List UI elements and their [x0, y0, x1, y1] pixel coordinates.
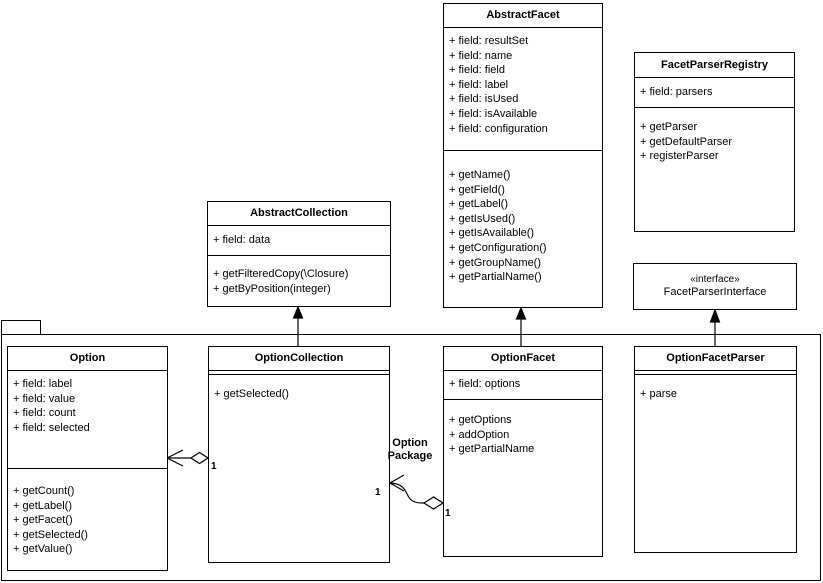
class-title: OptionFacetParser: [635, 347, 796, 371]
member-line: + getValue(): [13, 543, 73, 556]
member-line: + getName(): [449, 169, 511, 181]
member-line: + getFacet(): [13, 514, 73, 527]
member-line: + getParser: [640, 121, 698, 133]
fields-compartment: + field: options: [444, 371, 602, 400]
multiplicity-label: 1: [375, 487, 381, 498]
fields-compartment: + field: data: [208, 226, 390, 256]
member-line: + field: field: [449, 64, 505, 77]
member-line: + getPartialName: [449, 443, 535, 456]
member-line: + getDefaultParser: [640, 135, 733, 148]
member-line: + getFilteredCopy(\Closure): [213, 268, 349, 280]
class-title: OptionCollection: [209, 347, 389, 371]
methods-compartment: + getOptions + addOption + getPartialName: [444, 400, 602, 556]
member-line: + field: data: [213, 234, 271, 246]
member-line: + field: selected: [13, 421, 90, 434]
class-facet-parser-interface: «interface» FacetParserInterface: [633, 263, 797, 310]
class-option-collection: OptionCollection + getSelected(): [208, 346, 390, 563]
methods-compartment: + getCount()+ getLabel()+ getFacet()+ ge…: [8, 469, 167, 570]
member-line: + field: name: [449, 49, 513, 62]
methods-compartment: + getParser + getDefaultParser + registerP…: [635, 108, 794, 231]
fields-compartment: + field: parsers: [635, 78, 794, 108]
member-line: + getSelected(): [13, 528, 88, 541]
class-facet-parser-registry: FacetParserRegistry + field: parsers + g…: [634, 52, 795, 232]
class-title: Option: [8, 347, 167, 371]
member-line: + field: options: [449, 378, 521, 390]
generalization-arrowhead-icon: [292, 305, 304, 319]
member-line: + getIsAvailable(): [449, 227, 535, 240]
class-title: OptionFacet: [444, 347, 602, 371]
member-line: + field: isAvailable: [449, 107, 538, 120]
stereotype-label: «interface»: [690, 274, 740, 285]
member-line: + getByPosition(integer): [213, 282, 331, 295]
member-line: + getLabel(): [449, 198, 509, 211]
member-line: + getOptions: [449, 414, 512, 426]
member-line: + getCount(): [13, 485, 75, 497]
member-line: + getSelected(): [214, 388, 289, 400]
fields-compartment: [635, 371, 796, 375]
member-line: + parse: [640, 388, 677, 400]
member-line: + getPartialName(): [449, 271, 542, 284]
member-line: + field: count: [13, 407, 76, 420]
member-line: + getIsUsed(): [449, 212, 516, 225]
methods-compartment: + getName()+ getField()+ getLabel()+ get…: [444, 151, 602, 307]
member-line: + registerParser: [640, 150, 719, 163]
class-abstract-collection: AbstractCollection + field: data + getFi…: [207, 201, 391, 307]
class-title: AbstractFacet: [444, 4, 602, 28]
member-line: + getConfiguration(): [449, 241, 547, 254]
class-title: AbstractCollection: [208, 202, 390, 226]
class-option-facet: OptionFacet + field: options + getOption…: [443, 346, 603, 557]
member-line: + field: label: [13, 378, 73, 390]
generalization-arrowhead-icon: [709, 308, 721, 323]
member-line: + addOption: [449, 428, 510, 441]
package-name-label: Option Package: [387, 437, 433, 462]
class-abstract-facet: AbstractFacet + field: resultSet+ field:…: [443, 3, 603, 308]
generalization-arrowhead-icon: [515, 306, 527, 320]
member-line: + getGroupName(): [449, 256, 542, 269]
class-title: FacetParserRegistry: [635, 53, 794, 78]
methods-compartment: + getSelected(): [209, 375, 389, 562]
member-line: + field: configuration: [449, 122, 548, 135]
class-option-facet-parser: OptionFacetParser + parse: [634, 346, 797, 553]
multiplicity-label: 1: [211, 461, 217, 472]
member-line: + getField(): [449, 183, 505, 196]
package-tab: [1, 320, 41, 335]
multiplicity-label: 1: [445, 508, 451, 519]
methods-compartment: + parse: [635, 375, 796, 552]
member-line: + field: value: [13, 392, 76, 405]
fields-compartment: + field: label + field: value + field: cou…: [8, 371, 167, 469]
class-title: FacetParserInterface: [663, 286, 767, 298]
methods-compartment: + getFilteredCopy(\Closure) + getByPositi…: [208, 256, 390, 306]
member-line: + field: isUsed: [449, 93, 519, 106]
fields-compartment: [209, 371, 389, 375]
member-line: + field: resultSet: [449, 35, 529, 47]
fields-compartment: + field: resultSet + field: name + field: …: [444, 28, 602, 151]
member-line: + getLabel(): [13, 499, 73, 512]
member-line: + field: parsers: [640, 86, 713, 98]
class-option: Option + field: label+ field: value+ fie…: [7, 346, 168, 571]
member-line: + field: label: [449, 78, 509, 91]
